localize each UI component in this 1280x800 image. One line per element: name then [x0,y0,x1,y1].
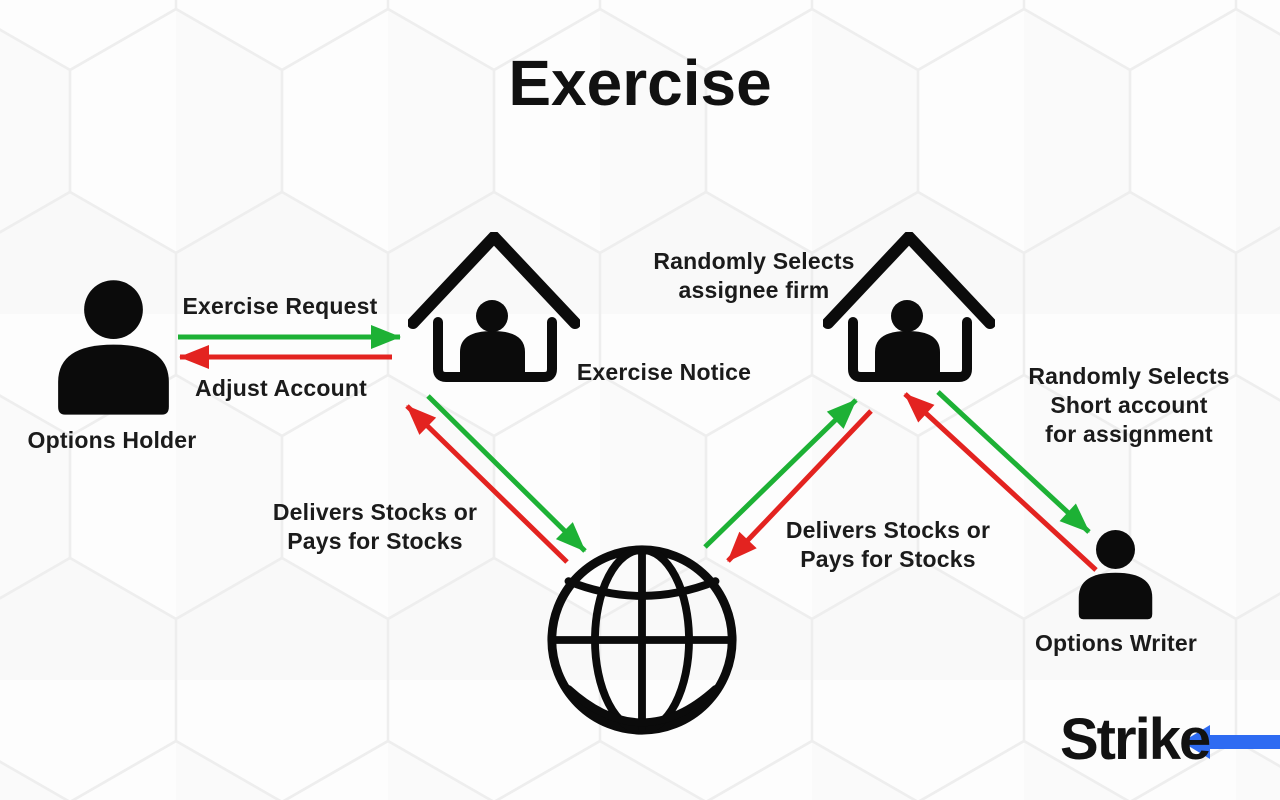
label-options-holder: Options Holder [27,427,197,453]
page-title: Exercise [508,47,772,119]
strike-logo: Strike [1060,706,1280,776]
holder-firm-house-icon [408,232,580,382]
label-delivers-stocks-right: Delivers Stocks or Pays for Stocks [785,517,991,572]
label-options-writer: Options Writer [1034,630,1198,656]
label-exercise-request: Exercise Request [182,293,378,319]
person-in-house-icon [460,300,525,372]
options-writer-person-icon [1078,530,1153,620]
clearing-house-globe-icon [547,545,737,735]
label-delivers-stocks-left: Delivers Stocks or Pays for Stocks [272,499,478,554]
logo-left-arrow-icon [1182,725,1280,759]
label-exercise-notice: Exercise Notice [576,359,752,385]
person-in-house-icon [875,300,940,372]
logo-text-e: e [1178,707,1211,772]
label-randomly-selects-short-account: Randomly Selects Short account for assig… [1028,363,1230,447]
label-randomly-selects-assignee: Randomly Selects assignee firm [653,248,855,303]
assignee-firm-house-icon [823,232,995,382]
options-holder-person-icon [58,280,169,415]
logo-text-stri: Stri [1060,707,1151,772]
label-adjust-account: Adjust Account [195,375,367,401]
logo-text-k: k [1148,707,1181,772]
